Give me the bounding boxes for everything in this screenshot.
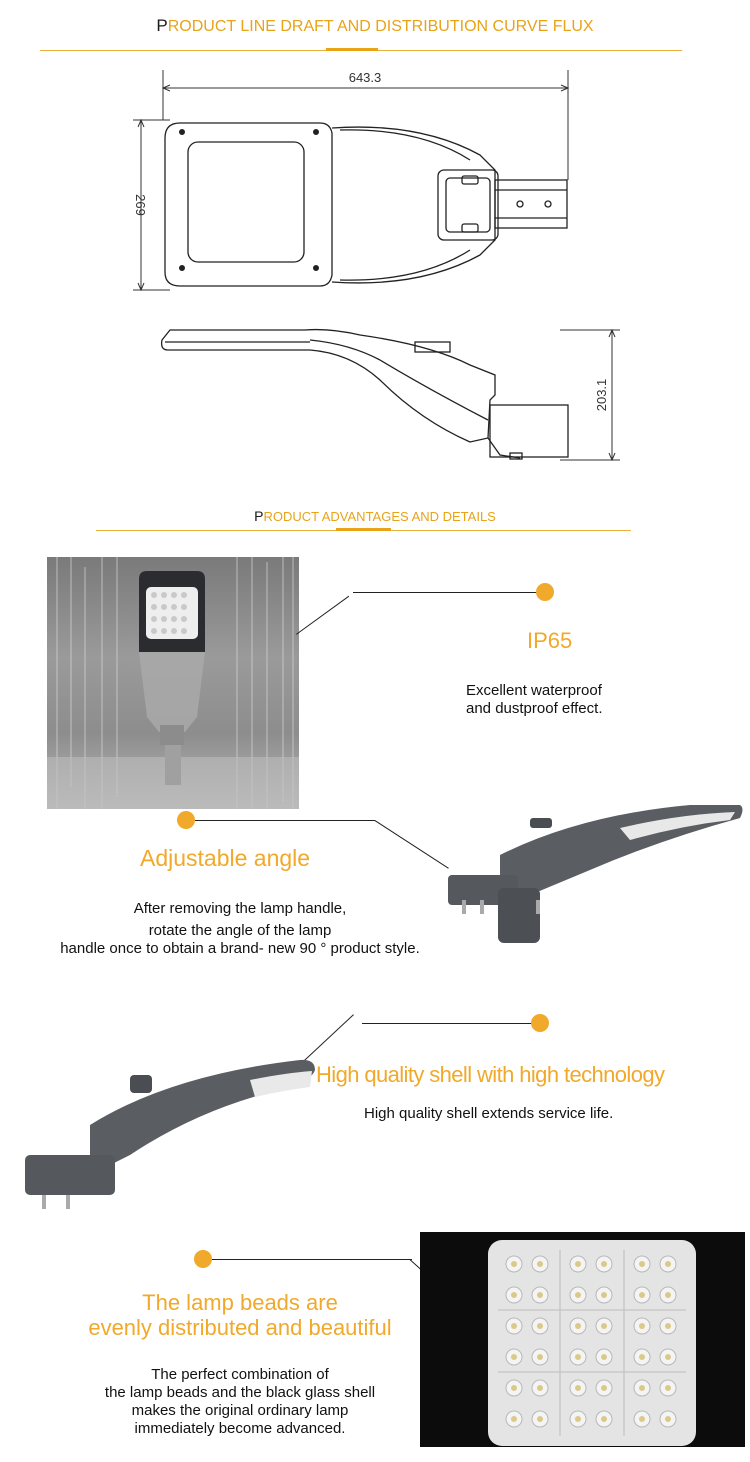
callout-dot — [194, 1250, 212, 1268]
led-bead-core — [537, 1292, 543, 1298]
section-title-advantages: PRODUCT ADVANTAGES AND DETAILS — [0, 508, 750, 524]
led-bead-core — [511, 1416, 517, 1422]
feature-text: High quality shell extends service life. — [364, 1105, 614, 1122]
led-bead-core — [575, 1416, 581, 1422]
led-bead-core — [575, 1261, 581, 1267]
feature-text: Excellent waterproof and dustproof effec… — [466, 682, 603, 718]
feature-text: The perfect combination of the lamp bead… — [40, 1366, 440, 1438]
led-bead-core — [665, 1385, 671, 1391]
section-title-initial: P — [254, 508, 264, 524]
leader-line — [195, 820, 375, 821]
led-bead-core — [575, 1354, 581, 1360]
led-bead-core — [537, 1416, 543, 1422]
section-title-text: RODUCT LINE DRAFT AND DISTRIBUTION CURVE… — [167, 18, 594, 35]
lamp-beads-photo — [420, 1232, 745, 1447]
led-bead-core — [639, 1261, 645, 1267]
led-bead-core — [511, 1385, 517, 1391]
leader-line — [296, 595, 350, 635]
led-bead-core — [511, 1261, 517, 1267]
led-bead-core — [639, 1416, 645, 1422]
callout-dot — [536, 583, 554, 601]
section-title-initial: P — [156, 16, 168, 35]
side-dimension-label: 203.1 — [594, 379, 609, 412]
leader-line — [353, 592, 543, 593]
led-bead-core — [537, 1261, 543, 1267]
callout-dot — [177, 811, 195, 829]
led-bead-core — [665, 1261, 671, 1267]
led-bead-core — [665, 1323, 671, 1329]
led-bead-core — [575, 1323, 581, 1329]
leader-line — [362, 1023, 534, 1024]
height-dimension-label: 269 — [133, 194, 148, 216]
feature-text: After removing the lamp handle, rotate t… — [30, 900, 450, 958]
led-bead-core — [601, 1292, 607, 1298]
section-divider-accent — [326, 48, 378, 51]
section-title-text: RODUCT ADVANTAGES AND DETAILS — [263, 509, 496, 524]
lamp-side-view — [160, 328, 569, 460]
width-dimension — [161, 70, 570, 180]
led-bead-core — [537, 1323, 543, 1329]
feature-text-line: handle once to obtain a brand- new 90 ° … — [60, 940, 420, 957]
screw-icons — [179, 129, 319, 271]
feature-title: IP65 — [527, 628, 573, 653]
side-dimension — [560, 328, 620, 462]
led-bead-core — [665, 1292, 671, 1298]
callout-dot — [531, 1014, 549, 1032]
feature-text-line: makes the original ordinary lamp — [131, 1402, 349, 1419]
leader-line — [374, 820, 449, 869]
feature-title: The lamp beads are evenly distributed an… — [40, 1290, 440, 1340]
led-bead-core — [511, 1292, 517, 1298]
led-bead-core — [601, 1261, 607, 1267]
led-bead-core — [511, 1323, 517, 1329]
feature-text-line: After removing the lamp handle, — [133, 900, 347, 917]
rain-illustration — [47, 557, 299, 809]
led-panel — [488, 1240, 696, 1446]
feature-title-line: The lamp beads are — [142, 1290, 338, 1315]
technical-drawing: 643.3 269 — [133, 70, 620, 462]
led-bead-core — [601, 1354, 607, 1360]
led-bead-core — [537, 1385, 543, 1391]
lamp-shell-photo — [25, 1059, 315, 1209]
rain-photo — [47, 557, 299, 809]
lamp-top-view — [164, 122, 568, 287]
width-dimension-label: 643.3 — [349, 70, 382, 85]
section-divider-accent — [336, 528, 391, 531]
feature-text-line: and dustproof effect. — [466, 700, 603, 717]
feature-title: High quality shell with high technology — [316, 1062, 665, 1087]
led-bead-core — [601, 1385, 607, 1391]
feature-title-line: evenly distributed and beautiful — [88, 1315, 392, 1340]
lamp-angle-photo — [448, 805, 743, 943]
led-bead-core — [537, 1354, 543, 1360]
led-bead-core — [601, 1323, 607, 1329]
led-bead-core — [639, 1385, 645, 1391]
led-bead-core — [639, 1354, 645, 1360]
feature-text-line: Excellent waterproof — [466, 682, 602, 699]
led-bead-core — [511, 1354, 517, 1360]
feature-text-line: The perfect combination of — [151, 1366, 329, 1383]
led-bead-core — [575, 1385, 581, 1391]
feature-text-line: immediately become advanced. — [134, 1420, 346, 1437]
led-bead-core — [639, 1323, 645, 1329]
feature-text-line: rotate the angle of the lamp — [148, 922, 332, 939]
led-bead-core — [639, 1292, 645, 1298]
led-grid — [498, 1250, 686, 1436]
led-bead-core — [665, 1354, 671, 1360]
leader-line — [212, 1259, 412, 1260]
feature-title: Adjustable angle — [140, 845, 311, 871]
feature-text-line: the lamp beads and the black glass shell — [104, 1384, 376, 1401]
led-bead-core — [665, 1416, 671, 1422]
section-title-drawing: PRODUCT LINE DRAFT AND DISTRIBUTION CURV… — [0, 16, 750, 36]
led-bead-core — [575, 1292, 581, 1298]
led-bead-core — [601, 1416, 607, 1422]
height-dimension — [133, 118, 170, 292]
